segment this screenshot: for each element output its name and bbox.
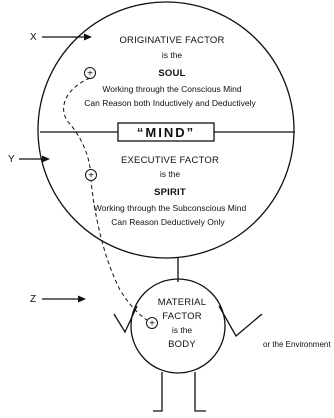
label-x: X <box>30 32 37 43</box>
plus-sign-body: + <box>149 319 155 330</box>
soul-is-the: is the <box>162 50 183 60</box>
mind-label: “MIND” <box>137 125 195 140</box>
plus-marker-body: + <box>146 317 158 330</box>
mind-circle <box>37 1 295 259</box>
body-circle <box>130 278 226 374</box>
soul-line-1: Working through the Conscious Mind <box>102 84 241 94</box>
plus-sign-spirit: + <box>88 171 94 182</box>
arrow-x-head <box>84 33 92 41</box>
originative-factor-title: ORIGINATIVE FACTOR <box>119 35 224 46</box>
material-label: MATERIAL <box>158 297 206 308</box>
spirit-line-1: Working through the Subconscious Mind <box>94 203 247 213</box>
label-z: Z <box>30 294 36 305</box>
body-label: BODY <box>168 339 196 350</box>
dashed-connection-path <box>63 77 151 323</box>
plus-marker-soul: + <box>84 67 96 80</box>
left-arm <box>113 305 138 334</box>
spirit-label: SPIRIT <box>154 187 186 198</box>
factor-label: FACTOR <box>162 311 202 322</box>
label-y: Y <box>8 154 15 165</box>
environment-label: or the Environment <box>263 340 331 349</box>
plus-sign-soul: + <box>87 69 93 80</box>
soul-label: SOUL <box>158 68 185 79</box>
left-leg <box>153 372 163 412</box>
body-is-the: is the <box>172 325 193 335</box>
right-arm <box>218 305 263 338</box>
soul-line-2: Can Reason both Inductively and Deductiv… <box>84 98 256 108</box>
arrow-y-head <box>42 155 50 163</box>
plus-marker-spirit: + <box>85 169 97 182</box>
spirit-is-the: is the <box>160 169 181 179</box>
executive-factor-title: EXECUTIVE FACTOR <box>121 155 219 166</box>
spirit-line-2: Can Reason Deductively Only <box>111 217 225 227</box>
arrow-z-head <box>78 295 86 303</box>
mind-box <box>117 122 215 142</box>
right-leg <box>194 372 206 412</box>
